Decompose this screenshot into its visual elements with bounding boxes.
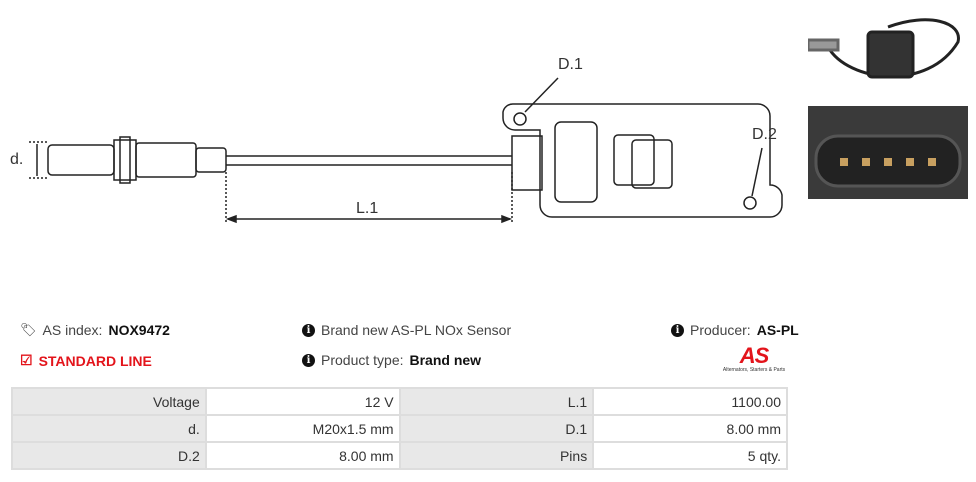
as-index-value: NOX9472	[108, 322, 170, 338]
description: i Brand new AS-PL NOx Sensor	[302, 322, 511, 338]
spec-value: M20x1.5 mm	[204, 414, 401, 443]
info-icon: i	[302, 353, 315, 367]
product-type-label: Product type:	[321, 352, 404, 368]
product-photo[interactable]	[806, 2, 968, 100]
sensor-dimension-drawing	[29, 77, 783, 224]
spec-key: D.1	[398, 414, 595, 443]
connector-photo[interactable]	[808, 106, 968, 199]
dimension-label-l1: L.1	[356, 200, 379, 217]
spec-value: 1100.00	[592, 387, 788, 416]
spec-value: 12 V	[204, 387, 401, 416]
spec-key: Voltage	[11, 387, 207, 416]
as-index: 🏷 AS index: NOX9472	[20, 322, 170, 338]
spec-value: 5 qty.	[592, 441, 788, 470]
logo-text: AS	[739, 343, 770, 368]
as-index-label: AS index:	[42, 322, 103, 338]
dimension-label-d2: D.2	[752, 126, 777, 143]
spec-value: 8.00 mm	[204, 441, 401, 470]
as-pl-logo: AS Alternators, Starters & Parts	[714, 343, 794, 374]
producer-value: AS-PL	[756, 322, 799, 338]
checkbox-icon: ☑	[20, 352, 33, 368]
producer: i Producer: AS-PL	[671, 322, 799, 338]
dimension-label-d: d.	[10, 151, 24, 168]
producer-label: Producer:	[690, 322, 751, 338]
info-icon: i	[302, 323, 315, 337]
spec-key: D.2	[11, 441, 207, 470]
spec-value: 8.00 mm	[592, 414, 788, 443]
product-type-value: Brand new	[409, 352, 482, 368]
description-text: Brand new AS-PL NOx Sensor	[321, 322, 512, 338]
standard-line: ☑ STANDARD LINE	[20, 352, 152, 369]
spec-key: Pins	[398, 441, 595, 470]
dimension-label-d1: D.1	[558, 56, 583, 73]
info-icon: i	[671, 323, 684, 337]
logo-tagline: Alternators, Starters & Parts	[722, 367, 786, 373]
product-type: i Product type: Brand new	[302, 352, 481, 368]
spec-key: L.1	[398, 387, 595, 416]
standard-line-label: STANDARD LINE	[38, 352, 152, 369]
spec-key: d.	[11, 414, 207, 443]
tag-icon: 🏷	[20, 322, 37, 337]
